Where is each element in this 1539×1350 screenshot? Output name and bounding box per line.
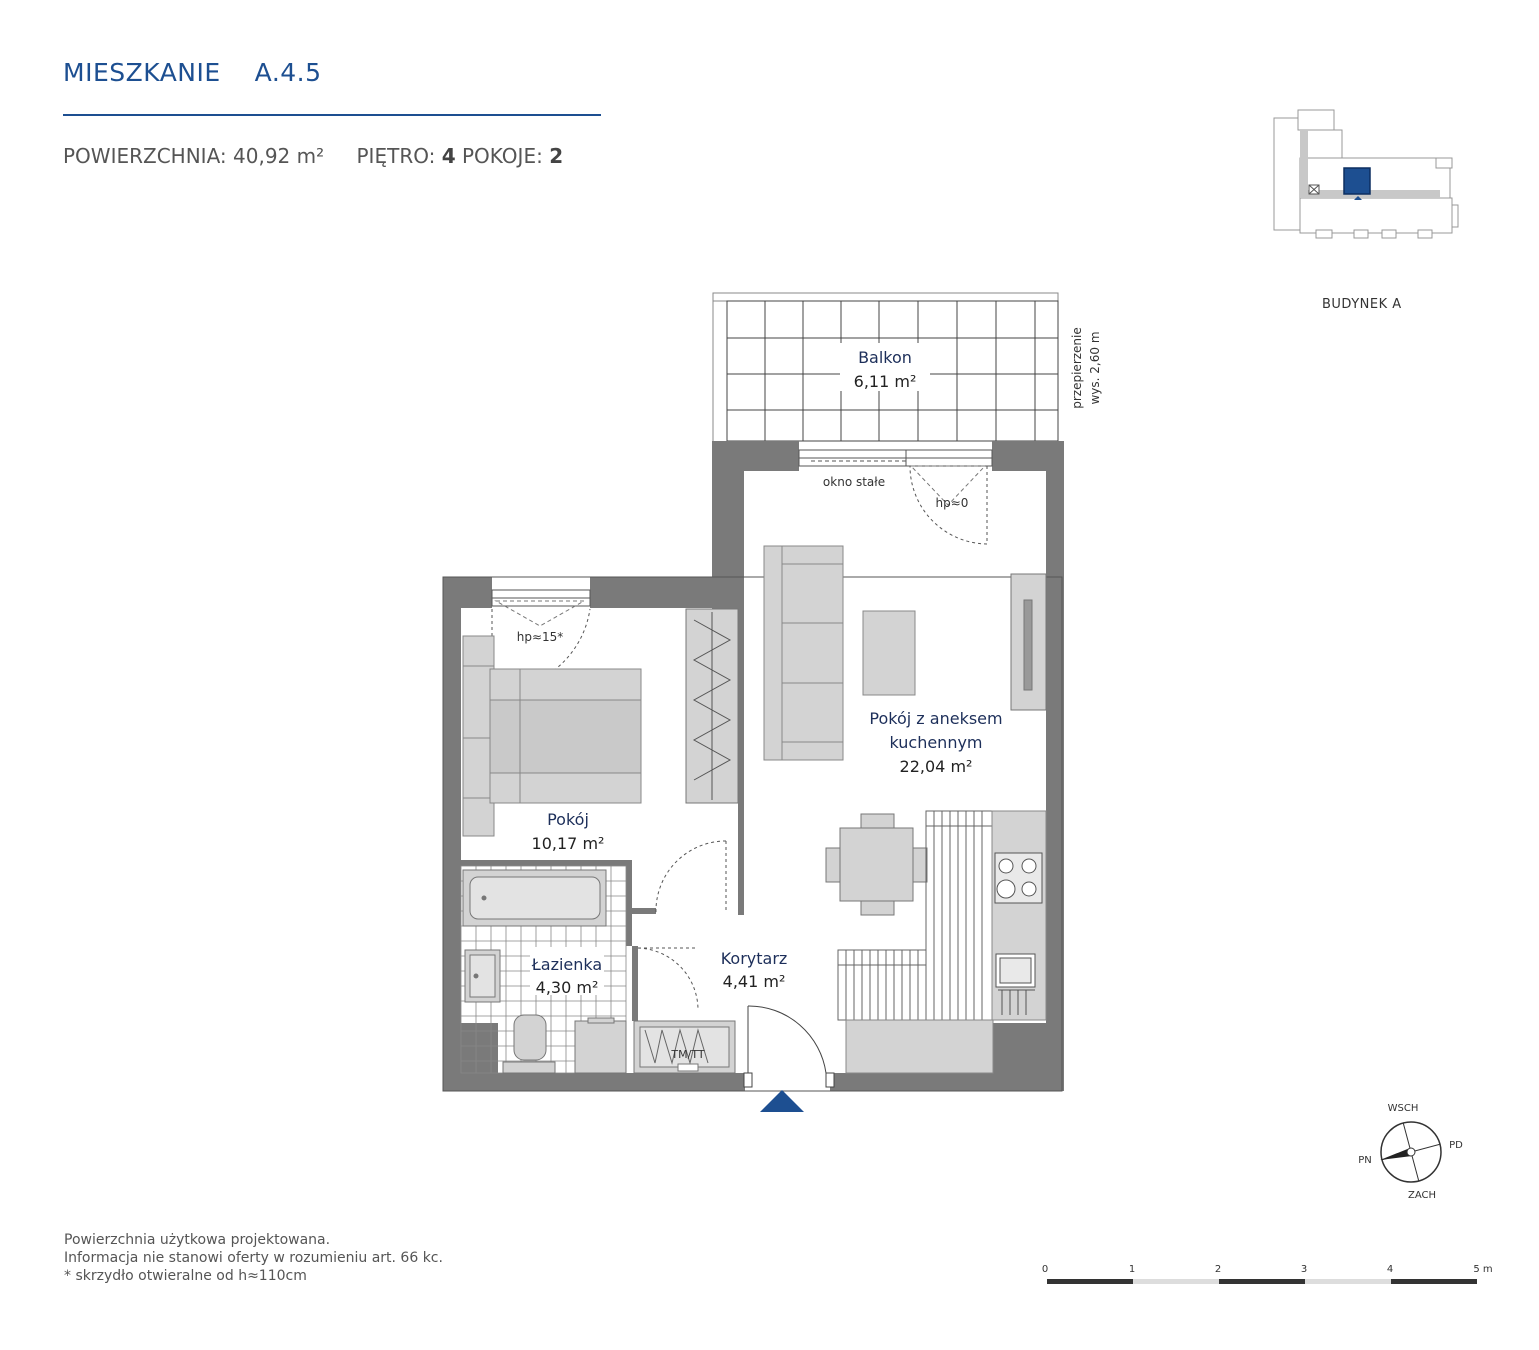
bathtub [462,869,607,927]
bedroom-window-height-label: hp≈15* [517,630,564,644]
scale-tick-3: 3 [1301,1264,1307,1275]
living-room-name-1: Pokój z aneksem [869,709,1002,728]
building-label: BUDYNEK A [1322,297,1402,312]
fixed-window-label: okno stałe [823,475,885,489]
wardrobe [685,608,739,804]
footer-notes: Powierzchnia użytkowa projektowana. Info… [64,1231,443,1285]
balcony-name: Balkon [858,348,912,367]
partition-height-label: wys. 2,60 m [1088,331,1102,404]
area-label: POWIERZCHNIA: [63,144,227,168]
building-key-plan [1273,109,1459,239]
bedroom-area: 10,17 m² [532,834,605,853]
bathroom-name: Łazienka [531,955,602,974]
footer-line-2: Informacja nie stanowi oferty w rozumien… [64,1250,443,1266]
title-underline [63,114,601,116]
entrance-arrow-icon [760,1090,804,1112]
entrance-door [743,1005,835,1088]
area-value: 40,92 m² [233,144,325,168]
bathroom-area: 4,30 m² [536,978,599,997]
floor-label: PIĘTRO: [356,144,436,168]
wall-highlights [442,576,1063,1092]
walls [443,441,1064,1091]
hallway-area: 4,41 m² [723,972,786,991]
footer-line-3: * skrzydło otwieralne od h≈110cm [64,1268,307,1284]
hallway-name: Korytarz [721,949,788,968]
bath-label-bg [530,947,604,995]
scale-tick-0: 0 [1042,1264,1048,1275]
windows [491,449,993,627]
apartment-highlight [1343,167,1371,195]
compass-west: ZACH [1408,1190,1436,1201]
kitchen-sink-icon [995,953,1036,1015]
washbasin [464,949,501,1003]
page-title: MIESZKANIE A.4.5 [63,58,322,87]
compass-south: PD [1449,1140,1463,1151]
balcony-door-height-label: hp≈0 [936,496,969,510]
living-room-name-2: kuchennym [889,733,982,752]
scale-tick-4: 4 [1387,1264,1393,1275]
balcony-area: 6,11 m² [854,372,917,391]
compass-east: WSCH [1388,1103,1419,1114]
scale-tick-5: 5 m [1473,1264,1492,1275]
toilet [502,1014,556,1074]
scale-bar: 0 1 2 3 4 5 m [1042,1264,1493,1284]
bed [462,635,642,837]
meter-label: TM/TT [670,1048,704,1061]
utility-cabinet [633,1020,736,1074]
washing-machine [574,1017,627,1074]
balcony [712,292,1059,443]
compass-north: PN [1358,1155,1372,1166]
footer-line-1: Powierzchnia użytkowa projektowana. [64,1232,331,1248]
coffee-table [862,610,916,696]
sofa [763,545,844,761]
floor-value: 4 [441,144,456,168]
scale-tick-1: 1 [1129,1264,1135,1275]
tv-unit [1010,573,1047,711]
bedroom-name: Pokój [547,810,589,829]
partition-label: przepierzenie [1070,327,1084,409]
scale-tick-2: 2 [1215,1264,1221,1275]
rooms-label: POKOJE: [461,144,543,168]
title-word: MIESZKANIE [63,58,221,87]
compass-rose: WSCH PD ZACH PN [1358,1103,1463,1201]
dining-set [825,813,928,916]
cooktop-icon [994,852,1043,904]
rooms-value: 2 [549,144,564,168]
apartment-code: A.4.5 [254,58,322,87]
apartment-summary: POWIERZCHNIA: 40,92 m² PIĘTRO: 4 POKOJE:… [63,144,563,168]
living-room-area: 22,04 m² [900,757,973,776]
